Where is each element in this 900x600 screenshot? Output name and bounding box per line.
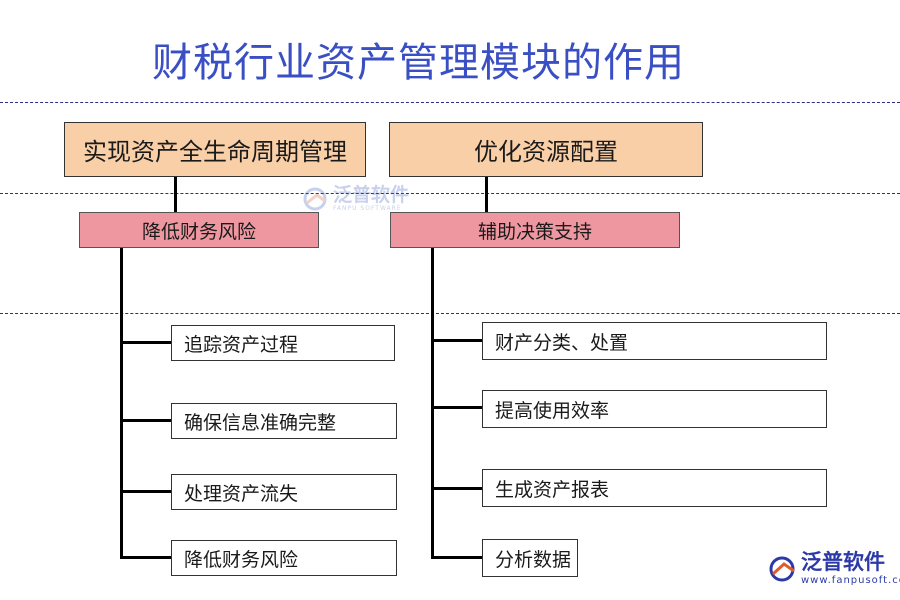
right-spine-line <box>431 248 434 559</box>
right-item-classify: 财产分类、处置 <box>482 322 827 360</box>
mid-box-risk: 降低财务风险 <box>79 212 319 248</box>
left-item-loss: 处理资产流失 <box>171 474 397 510</box>
branch-line <box>431 556 482 559</box>
branch-line <box>120 556 171 559</box>
dashed-separator <box>0 102 900 103</box>
left-item-track: 追踪资产过程 <box>171 325 395 361</box>
connector-line <box>174 177 177 213</box>
branch-line <box>120 341 171 344</box>
left-spine-line <box>120 248 123 559</box>
branch-line <box>431 487 482 490</box>
dashed-separator <box>0 313 900 314</box>
watermark-subtitle: FANPU SOFTWARE <box>333 205 402 212</box>
top-box-lifecycle: 实现资产全生命周期管理 <box>64 122 366 177</box>
branch-line <box>120 419 171 422</box>
diagram-title: 财税行业资产管理模块的作用 <box>152 40 685 86</box>
right-item-efficiency: 提高使用效率 <box>482 390 827 428</box>
watermark-name: 泛普软件 <box>333 184 410 206</box>
fanpu-logo-icon <box>769 556 795 582</box>
mid-box-decision: 辅助决策支持 <box>390 212 680 248</box>
branch-line <box>431 339 482 342</box>
watermark: 泛普软件 FANPU SOFTWARE <box>303 186 409 212</box>
corner-logo-name: 泛普软件 <box>801 550 885 574</box>
corner-logo-url: www.fanpusoft.com <box>801 575 900 586</box>
right-item-report: 生成资产报表 <box>482 469 827 507</box>
dashed-separator <box>0 193 900 194</box>
top-box-resource: 优化资源配置 <box>389 122 703 177</box>
corner-logo: 泛普软件 www.fanpusoft.com <box>768 552 900 586</box>
right-item-analyze: 分析数据 <box>482 539 578 577</box>
branch-line <box>431 406 482 409</box>
fanpu-logo-icon <box>303 187 327 211</box>
left-item-accuracy: 确保信息准确完整 <box>171 403 397 439</box>
branch-line <box>120 490 171 493</box>
connector-line <box>485 177 488 213</box>
left-item-risk: 降低财务风险 <box>171 540 397 576</box>
